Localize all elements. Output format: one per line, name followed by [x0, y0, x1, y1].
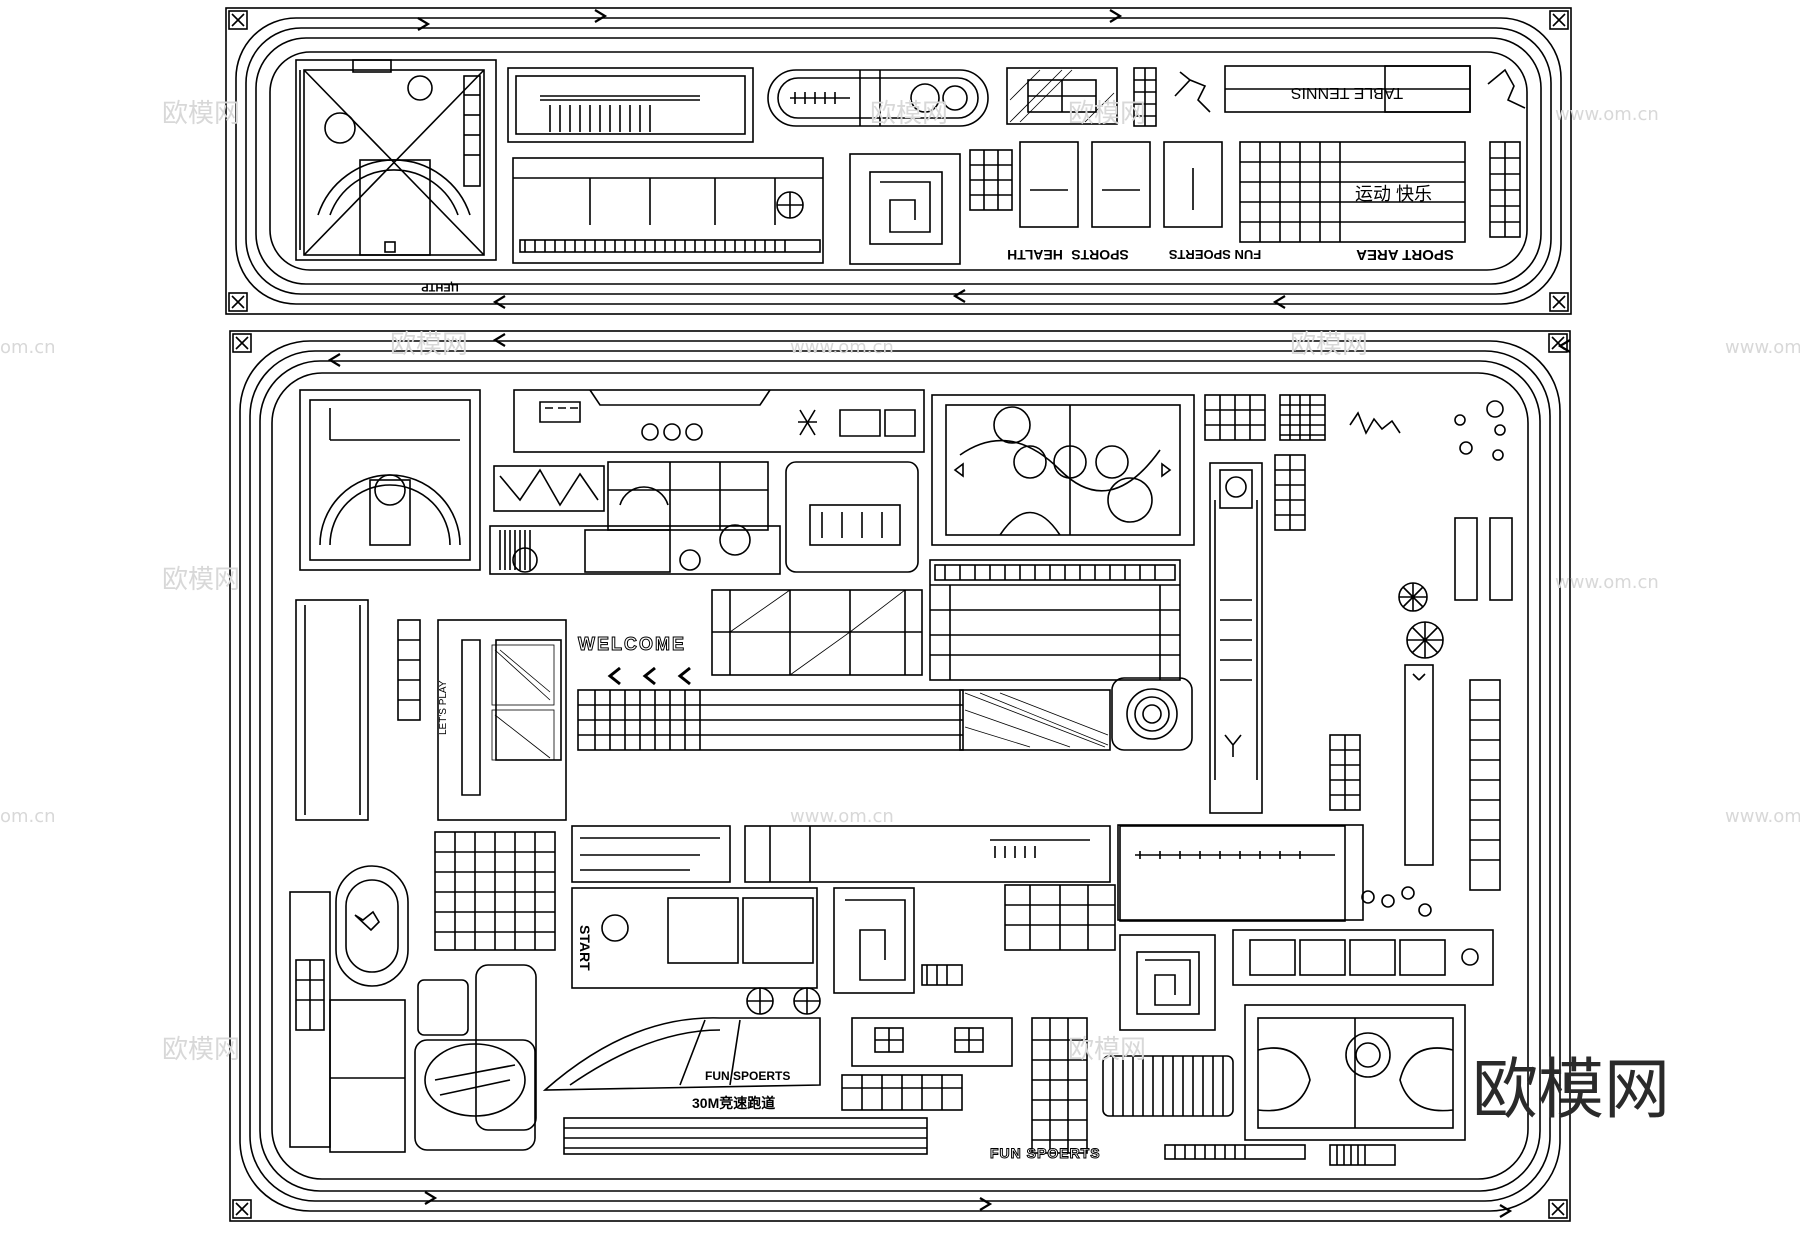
watermark-cn: 欧模网 [1068, 1035, 1146, 1065]
maze-board [849, 153, 961, 265]
long-track [929, 559, 1181, 681]
watermarks: 欧模网 欧模网 欧模网 www.om.cn om.cn 欧模网 www.om.c… [0, 99, 1800, 1126]
bench-windows [841, 1017, 1013, 1111]
chess-board [434, 831, 556, 951]
digital-scoreboard [513, 389, 925, 453]
corner-bolt-icon [228, 10, 1569, 312]
bottom-panel: LET'S PLAY WELCOME [229, 330, 1571, 1222]
chevron-arrow-icon [607, 666, 691, 686]
hopscotch-right [1489, 141, 1521, 238]
hopscotch-strip [463, 75, 481, 187]
table-tennis-text: TABLE TENNIS [1291, 84, 1403, 101]
floorplan-maze [833, 887, 963, 994]
watermark-url: www.om.cn [1725, 337, 1800, 358]
striped-panel [489, 524, 781, 575]
basketball-half-court [295, 59, 497, 261]
side-chinese-text: 运动 快乐 [1355, 184, 1432, 204]
stepping-circles [1361, 414, 1506, 917]
watermark-cn: 欧模网 [162, 99, 240, 129]
scoreboard-panel [507, 67, 754, 143]
checker-court [711, 589, 923, 676]
alphabet-tiles [1274, 454, 1361, 811]
wheel-icon [746, 582, 1444, 1015]
circle-maze [1111, 677, 1193, 751]
team-logo-plate [414, 964, 537, 1151]
sprint-track: FUN SPOERTS 30M竞速跑道 [542, 1017, 928, 1155]
corner-bolt-icon [232, 333, 1568, 1219]
play-blocks-left [493, 461, 919, 573]
runner-figure-icon [1174, 68, 1526, 113]
lets-play-text: LET'S PLAY [438, 680, 449, 735]
small-label-top: ЦЕНТР [421, 281, 458, 293]
footer-bar: FUN SPOERTS [990, 1144, 1396, 1166]
climbing-tower [1209, 462, 1263, 814]
left-hopscotch [289, 599, 421, 1153]
sport-area-label: SPORT AREA [1356, 246, 1454, 263]
watermark-url: om.cn [0, 337, 56, 358]
watermark-url: www.om.cn [790, 337, 894, 358]
watermark-cn: 欧模网 [162, 565, 240, 595]
bench-row-right [1232, 929, 1494, 986]
mini-scoreboards [969, 141, 1223, 228]
hatched-mat [1006, 67, 1118, 125]
ladder-tracks [1404, 517, 1513, 891]
rail-lanes [571, 825, 1346, 922]
sports-label: SPORTS [1071, 247, 1129, 263]
grid-boxes [1004, 824, 1364, 951]
grid-tiles-top [1204, 394, 1504, 461]
start-panel: START [571, 887, 818, 989]
fun-sports-sign: FUN SPOERTS [705, 1069, 790, 1083]
watermark-url: www.om.cn [1555, 572, 1659, 593]
basketball-full-court [931, 394, 1195, 546]
capsule-track [767, 69, 989, 127]
playground-blocks [512, 157, 824, 264]
mini-stadium [335, 865, 409, 987]
number-tiles [1133, 67, 1157, 127]
watermark-cn: 欧模网 [1290, 330, 1368, 360]
watermark-url: om.cn [0, 806, 56, 827]
watermark-url: www.om.cn [1555, 104, 1659, 125]
fun-sports-label-top: FUN SPOERTS [1168, 247, 1261, 262]
top-panel: TABLE TENNIS [225, 7, 1572, 315]
watermark-cn: 欧模网 [870, 99, 948, 129]
basketball-half-court-large [299, 389, 481, 571]
maze-board-lower [1119, 934, 1216, 1031]
grid-court: 运动 快乐 [1239, 141, 1466, 243]
fun-sports-footer: FUN SPOERTS [990, 1145, 1101, 1161]
lane-field [577, 689, 1111, 751]
watermark-cn: 欧模网 [162, 1035, 240, 1065]
health-label: HEALTH [1007, 247, 1063, 263]
lower-right-court [1244, 1004, 1466, 1141]
watermark-cn: 欧模网 [390, 330, 468, 360]
watermark-cn: 欧模网 [1068, 99, 1146, 129]
track-arrow-icon [417, 9, 1286, 309]
brand-logo: 欧模网 [1472, 1052, 1670, 1126]
table-tennis-banner: TABLE TENNIS [1224, 65, 1471, 113]
watermark-url: www.om.cn [1725, 806, 1800, 827]
welcome-sign: WELCOME [578, 634, 686, 654]
track-arrow-icon [327, 333, 1571, 1218]
sprint-track-label: 30M竞速跑道 [692, 1095, 775, 1111]
start-text: START [577, 925, 593, 971]
lets-play-court: LET'S PLAY [437, 619, 567, 821]
watermark-url: www.om.cn [790, 806, 894, 827]
tall-grid [1031, 1017, 1234, 1154]
